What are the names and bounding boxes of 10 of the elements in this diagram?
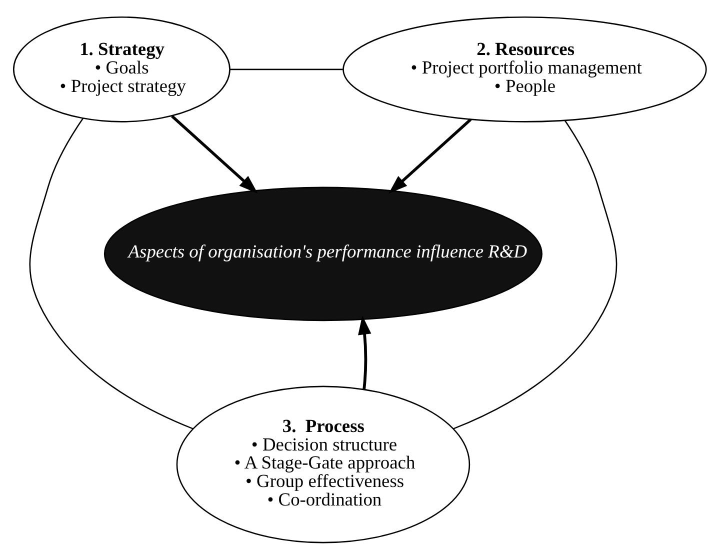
- arrow: [171, 115, 258, 194]
- arrow: [358, 316, 372, 390]
- node-ellipse: 2. Resources • Project portfolio management • People: [342, 16, 707, 122]
- connector: [453, 120, 618, 430]
- node-ellipse: 1. Strategy • Goals • Project strategy: [13, 16, 230, 122]
- arrow: [388, 118, 472, 194]
- connector: [29, 118, 194, 430]
- connector: [230, 68, 343, 70]
- node-ellipse: 3. Process • Decision structure • A Stage-Gate approach • Group effectiveness • Co-ordination: [176, 386, 470, 544]
- node-ellipse: Aspects of organisation's performance influence R&D: [104, 186, 542, 322]
